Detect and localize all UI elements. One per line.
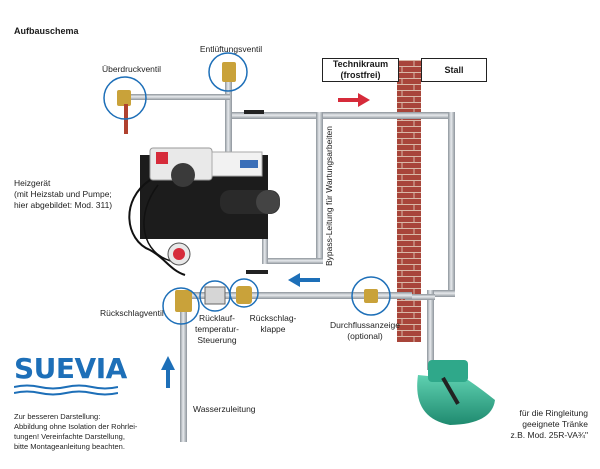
label-durchflussanzeige: Durchflussanzeige (optional) (330, 320, 400, 341)
arrow-up-blue-icon (161, 356, 175, 388)
highlight-overpressure (103, 76, 147, 120)
label-entlueftungsventil: Entlüftungsventil (199, 44, 263, 54)
highlight-check-valve (162, 287, 200, 325)
supply-pipe-stall (448, 112, 455, 295)
non-return-flap (236, 286, 252, 304)
label-wasserzuleitung: Wasserzuleitung (193, 404, 256, 414)
suevia-logo: SUEVIA (14, 350, 127, 396)
highlight-vent (208, 52, 248, 92)
supply-pipe-top (228, 112, 453, 119)
technikraum-header: Technikraum (frostfrei) (322, 58, 399, 82)
vent-riser (225, 82, 232, 152)
arrow-right-red-icon (338, 93, 370, 107)
pump (171, 163, 195, 187)
stall-header: Stall (421, 58, 487, 82)
label-ringleitung: für die Ringleitung geeignete Tränke z.B… (510, 408, 588, 440)
label-rueckschlagklappe: Rückschlag- klappe (249, 313, 297, 334)
label-ruecklauf: Rücklauf- temperatur- Steuerung (195, 313, 239, 345)
label-heizgeraet: Heizgerät (mit Heizstab und Pumpe; hier … (14, 178, 113, 210)
vent-valve (222, 62, 236, 82)
bypass-pipe (316, 112, 323, 262)
overpressure-valve (117, 90, 131, 106)
label-bypass: Bypass-Leitung für Wartungsarbeiten (324, 125, 334, 266)
water-supply-pipe (180, 292, 187, 442)
flow-indicator (364, 289, 378, 303)
return-pipe (232, 292, 412, 299)
highlight-flap (229, 278, 259, 308)
heater-switch (156, 152, 168, 164)
arrow-left-blue-icon (288, 273, 320, 287)
check-valve (175, 290, 192, 312)
page-title: Aufbauschema (14, 26, 79, 36)
highlight-flow (351, 276, 391, 316)
label-rueckschlagventil: Rückschlagventil (100, 308, 164, 318)
disclaimer-note: Zur besseren Darstellung: Abbildung ohne… (14, 412, 138, 451)
return-temp-control (204, 286, 226, 305)
label-ueberdruckventil: Überdruckventil (102, 64, 162, 74)
